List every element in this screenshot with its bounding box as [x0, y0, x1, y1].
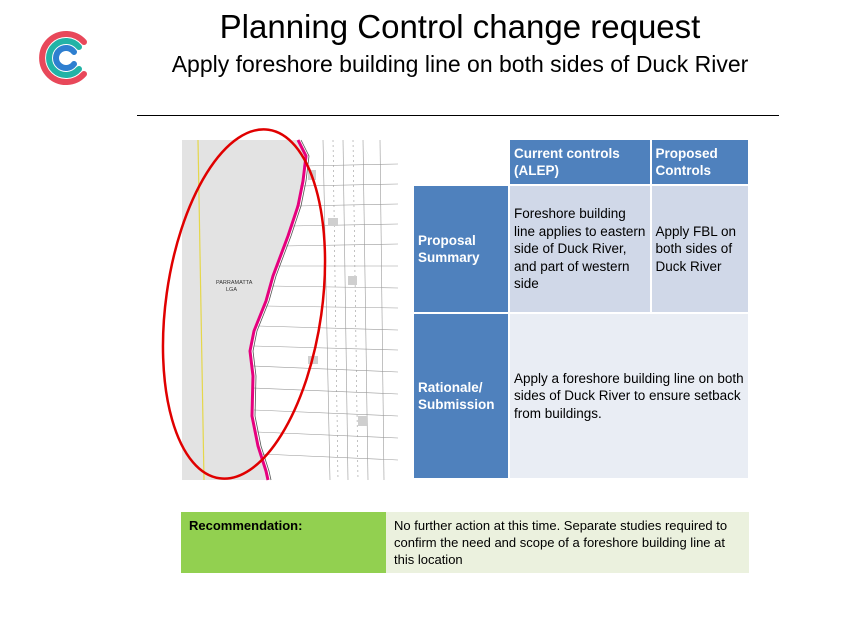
recommendation-table: Recommendation: No further action at thi… — [181, 512, 749, 573]
council-logo — [39, 31, 87, 85]
column-header-current: Current controls (ALEP) — [510, 140, 650, 184]
proposal-table: Current controls (ALEP) Proposed Control… — [412, 138, 750, 480]
rationale-cell: Apply a foreshore building line on both … — [510, 314, 748, 478]
page-title: Planning Control change request — [219, 8, 701, 45]
column-header-proposed: Proposed Controls — [651, 140, 748, 184]
recommendation-text: No further action at this time. Separate… — [386, 512, 749, 573]
page-subtitle: Apply foreshore building line on both si… — [171, 51, 749, 77]
row-header-rationale: Rationale/ Submission — [414, 314, 508, 478]
site-map: PARRAMATTA LGA — [161, 128, 398, 481]
row-header-proposal-summary: Proposal Summary — [414, 186, 508, 312]
current-controls-cell: Foreshore building line applies to easte… — [510, 186, 650, 312]
recommendation-label: Recommendation: — [181, 512, 386, 573]
map-label-lga: LGA — [226, 287, 237, 293]
table-corner-cell — [414, 140, 508, 184]
map-label-lga-name: PARRAMATTA — [216, 280, 253, 286]
proposed-controls-cell: Apply FBL on both sides of Duck River — [651, 186, 748, 312]
title-divider — [137, 115, 779, 116]
